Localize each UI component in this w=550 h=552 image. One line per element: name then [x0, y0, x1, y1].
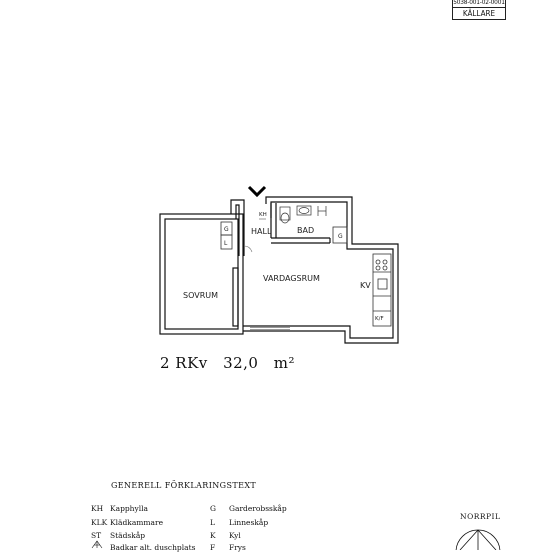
north-arrow-icon — [455, 529, 501, 550]
bathroom-fixtures — [279, 205, 327, 224]
right-closet — [332, 226, 348, 244]
hall-door-swing — [243, 245, 253, 253]
kitchen-counter — [372, 253, 392, 327]
closet-l-label: L — [224, 240, 228, 247]
legend-abbr: G — [210, 504, 216, 513]
legend-abbr: KH — [91, 504, 104, 513]
object-code: 5038-001-02-0001 — [453, 0, 505, 8]
entrance-arrow-icon — [247, 185, 267, 198]
hall-label: HALL — [251, 227, 272, 236]
floor-label: KÄLLARE — [462, 9, 496, 18]
legend-desc: Kapphylla — [110, 504, 149, 513]
legend-abbr: F — [210, 543, 216, 552]
legend-desc: Städskåp — [110, 531, 146, 540]
object-id-box: 5038-001-02-0001 KÄLLARE — [452, 0, 506, 20]
vardagsrum-label: VARDAGSRUM — [263, 274, 320, 283]
kv-label: KV — [360, 281, 371, 290]
apartment-summary: 2 RKv 32,0 m² — [160, 354, 295, 372]
legend-desc: Garderobsskåp — [229, 504, 287, 513]
kh-label: KH — [259, 212, 267, 218]
hall-closets — [220, 221, 233, 250]
legend-title: GENERELL FÖRKLARINGSTEXT — [111, 481, 257, 490]
outer-walls — [159, 196, 399, 344]
closet-g-label: G — [224, 226, 229, 233]
legend-abbr: L — [210, 518, 215, 527]
bathtub-symbol-icon — [91, 540, 103, 549]
legend-abbr: ST — [91, 531, 102, 540]
room-count: 2 RKv — [160, 354, 208, 372]
bad-label: BAD — [297, 226, 314, 235]
kf-label: K/F — [375, 316, 384, 322]
area-unit: m² — [273, 354, 296, 372]
legend-desc: Linneskåp — [229, 518, 269, 527]
sovrum-label: SOVRUM — [183, 291, 218, 300]
legend-desc: Frys — [229, 543, 246, 552]
legend-desc: Badkar alt. duschplats — [110, 543, 196, 552]
area-value: 32,0 — [223, 354, 259, 372]
legend-abbr: KLK — [91, 518, 108, 527]
north-arrow-label: NORRPIL — [460, 512, 501, 521]
legend-abbr: K — [210, 531, 216, 540]
bottom-window — [250, 327, 290, 330]
legend-desc: Klädkammare — [110, 518, 164, 527]
closet-g-right-label: G — [338, 233, 343, 240]
legend-desc: Kyl — [229, 531, 241, 540]
